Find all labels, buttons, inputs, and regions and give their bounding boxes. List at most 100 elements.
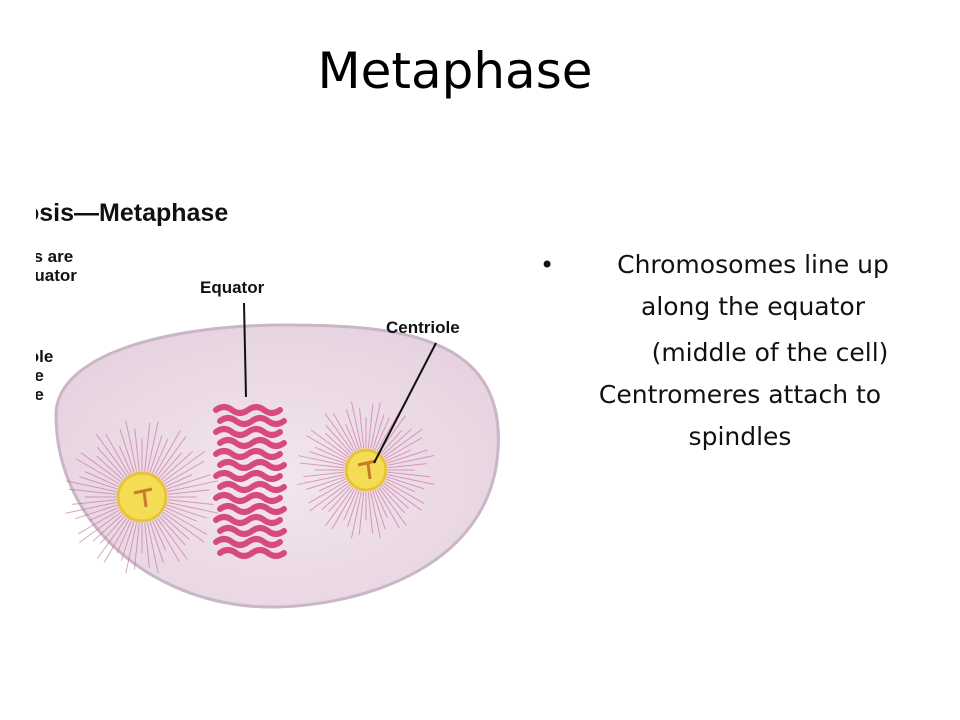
spindle-fiber xyxy=(384,480,425,505)
spindle-fiber xyxy=(154,430,181,475)
chromosome xyxy=(213,448,283,460)
spindle-fiber xyxy=(95,433,128,477)
spindle-fiber xyxy=(387,454,435,466)
spindle-fiber xyxy=(306,435,348,460)
chromosome xyxy=(213,514,283,526)
spindle-fiber xyxy=(166,504,207,519)
spindle-fiber xyxy=(345,424,358,451)
slide-title: Metaphase xyxy=(317,42,593,100)
spindle-fiber xyxy=(146,421,159,472)
spindle-fiber xyxy=(68,488,117,495)
side-text-line: he xyxy=(36,385,44,404)
spindle-fiber xyxy=(386,449,428,464)
chromosome xyxy=(217,459,287,471)
spindle-fiber xyxy=(65,501,117,514)
spindle-fiber xyxy=(167,499,214,506)
chromosome xyxy=(217,503,287,515)
spindle-fiber xyxy=(350,401,362,449)
spindle-fiber xyxy=(321,484,350,510)
spindle-fiber xyxy=(318,478,347,492)
spindle-fiber xyxy=(372,490,386,530)
spindle-fiber xyxy=(164,509,208,535)
spindle-fiber xyxy=(156,517,188,560)
equator-pointer xyxy=(243,302,247,398)
spindle-fiber xyxy=(133,522,140,570)
chromosome xyxy=(217,481,287,493)
spindle-fiber xyxy=(387,471,431,478)
spindle-fiber xyxy=(387,463,427,469)
spindle-fiber xyxy=(380,429,403,454)
spindle-fibers-left xyxy=(65,420,219,574)
spindle-fiber xyxy=(314,446,347,462)
centriole-label: Centriole xyxy=(386,318,460,337)
centrosome-left xyxy=(116,471,168,523)
spindle-fiber xyxy=(310,429,349,458)
spindle-fiber xyxy=(120,521,135,561)
spindle-fiber xyxy=(380,486,406,514)
spindle-fiber xyxy=(154,519,180,562)
side-text-line: iole xyxy=(36,347,54,366)
spindle-fiber xyxy=(372,414,385,450)
spindle-fiber xyxy=(79,511,122,543)
bullet-dot-icon: • xyxy=(540,251,555,279)
spindle-fiber xyxy=(343,489,358,521)
spindle-fiber xyxy=(370,491,382,539)
spindle-fiber xyxy=(387,474,435,486)
chromosome-plate xyxy=(213,404,287,559)
equator-label: Equator xyxy=(200,278,265,297)
metaphase-illustration: osis—Metaphase es are quator s iole he h… xyxy=(36,185,516,625)
spindle-fiber xyxy=(75,504,118,520)
spindle-fiber xyxy=(297,455,345,466)
side-text-line: s xyxy=(36,328,53,347)
spindle-fiber xyxy=(383,482,422,511)
chromosome xyxy=(213,492,283,504)
spindle-fiber xyxy=(156,436,187,477)
chromosome xyxy=(217,437,287,449)
spindle-fiber xyxy=(309,482,349,512)
spindle-fiber xyxy=(164,460,205,485)
spindle-fiber xyxy=(89,507,119,521)
spindle-fiber xyxy=(144,422,151,472)
spindle-fiber xyxy=(376,488,400,529)
figure-side-text-1: es are quator xyxy=(36,247,77,285)
spindle-fiber xyxy=(165,507,197,522)
spindle-fiber xyxy=(149,435,163,473)
spindle-fiber xyxy=(96,517,128,559)
spindle-fiber xyxy=(324,432,350,456)
spindle-fiber xyxy=(384,437,423,460)
spindle-fiber xyxy=(125,420,138,472)
spindle-fiber xyxy=(385,478,416,493)
spindle-fiber xyxy=(325,487,354,526)
spindle-fiber xyxy=(370,402,381,449)
spindle-fiber xyxy=(345,409,360,450)
centriole-pointer xyxy=(373,342,437,464)
spindle-fiber xyxy=(162,450,206,483)
spindle-fiber xyxy=(309,451,346,464)
spindle-fiber xyxy=(92,514,124,542)
spindle-fiber xyxy=(359,408,365,449)
bullet-extra-line-1: Centromeres attach to xyxy=(598,380,882,409)
spindle-fiber xyxy=(79,476,118,490)
spindle-fiber xyxy=(77,509,120,535)
spindle-fiber xyxy=(152,438,169,474)
spindle-fiber xyxy=(382,484,409,509)
spindle-fiber xyxy=(300,462,345,469)
spindle-fiber xyxy=(297,474,345,486)
spindle-fiber xyxy=(305,476,346,490)
spindle-fiber xyxy=(125,522,138,574)
spindle-fiber xyxy=(144,522,150,568)
bullet-item: • Chromosomes line up along the equator xyxy=(540,244,940,328)
spindle-fiber xyxy=(149,521,164,563)
spindle-fiber xyxy=(99,515,125,544)
spindle-fiber xyxy=(146,522,159,574)
spindle-fiber xyxy=(75,458,120,485)
spindle-fiber xyxy=(328,486,352,512)
spindle-fiber xyxy=(134,428,140,472)
figure-side-text-2: s iole he he xyxy=(36,328,53,404)
spindle-fiber xyxy=(367,491,374,534)
bullet-text-line-2: along the equator xyxy=(641,292,865,321)
spindle-fiber xyxy=(103,519,130,563)
spindle-fiber xyxy=(331,488,356,530)
chromosome xyxy=(213,426,283,438)
bullet-list: • Chromosomes line up along the equator … xyxy=(540,244,940,458)
